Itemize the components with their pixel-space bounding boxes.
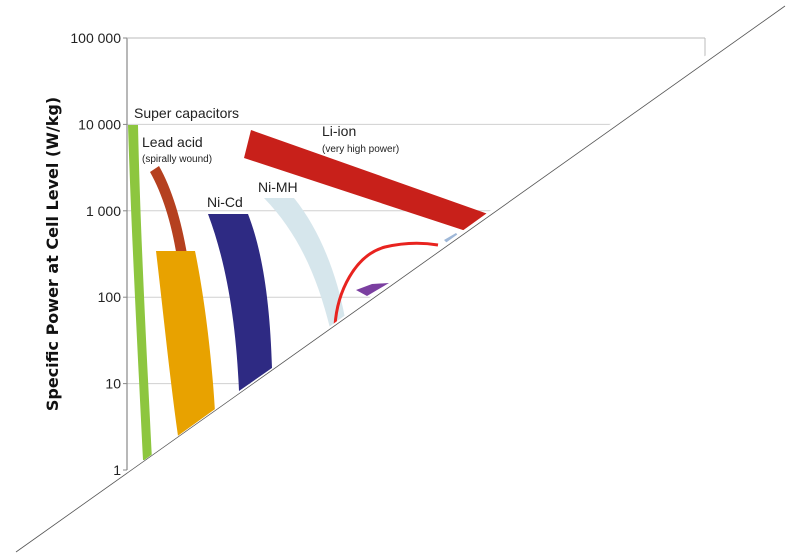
series-labels: Super capacitors Lead acid (spirally wou…	[134, 105, 399, 210]
sublabel-lead-acid: (spirally wound)	[142, 154, 212, 165]
plot-frame	[126, 37, 706, 470]
y-ticks: 1 10 100 1 000 10 000 100 000	[70, 30, 127, 478]
y-tick-label: 100 000	[70, 30, 121, 46]
band-ni-cd	[208, 214, 272, 391]
y-tick-label: 10 000	[78, 116, 121, 132]
series-bands	[128, 125, 488, 460]
y-tick-label: 10	[105, 376, 121, 392]
y-tick-label: 1 000	[86, 203, 121, 219]
label-ni-cd: Ni-Cd	[207, 194, 243, 210]
band-orange	[156, 251, 215, 436]
label-ni-mh: Ni-MH	[258, 179, 298, 195]
band-li-ion	[244, 130, 488, 233]
label-li-ion: Li-ion	[322, 123, 356, 139]
y-tick-label: 100	[98, 289, 122, 305]
sublabel-li-ion: (very high power)	[322, 144, 399, 155]
band-ni-mh	[264, 198, 345, 328]
label-lead-acid: Lead acid	[142, 134, 203, 150]
y-axis-title: Specific Power at Cell Level (W/kg)	[43, 97, 62, 411]
band-super-capacitors	[128, 125, 152, 460]
cut-line	[15, 5, 786, 553]
highlight-circle	[333, 241, 439, 327]
y-tick-label: 1	[113, 462, 121, 478]
label-super-capacitors: Super capacitors	[134, 105, 239, 121]
marker-purple	[356, 283, 389, 296]
